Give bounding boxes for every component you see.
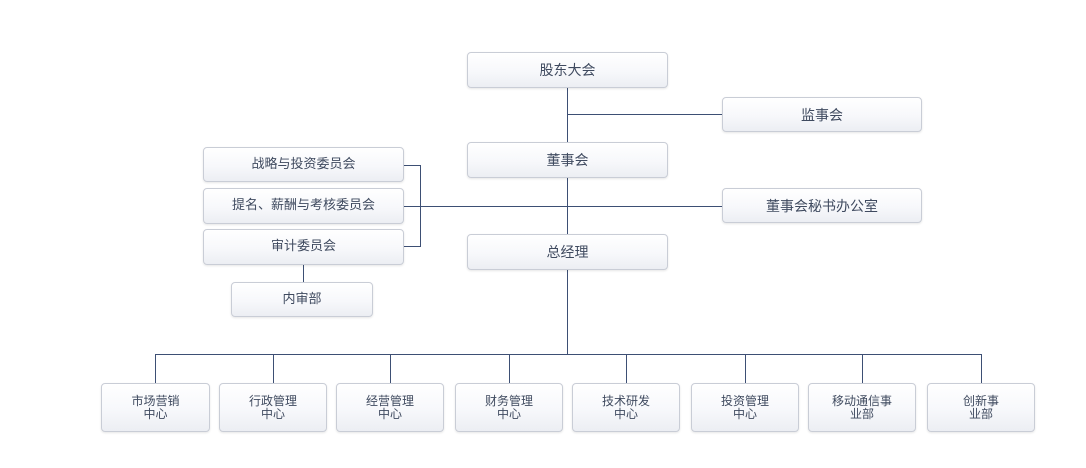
connector-department-drop [509, 354, 510, 383]
connector-department-drop [390, 354, 391, 383]
connector-department-drop [155, 354, 156, 383]
connector-department-drop [626, 354, 627, 383]
node-nomination-remuneration-committee: 提名、薪酬与考核委员会 [203, 188, 404, 224]
node-internal-audit-department: 内审部 [231, 282, 373, 317]
connector-committee-bracket-vertical [420, 165, 421, 247]
node-board-secretary-office: 董事会秘书办公室 [722, 188, 922, 223]
connector-department-drop [273, 354, 274, 383]
connector-committees-secretary [404, 206, 722, 207]
node-department-rnd: 技术研发 中心 [572, 383, 680, 432]
node-department-administration: 行政管理 中心 [219, 383, 327, 432]
node-department-mobile-communications: 移动通信事 业部 [808, 383, 916, 432]
node-audit-committee: 审计委员会 [203, 229, 404, 265]
connector-department-drop [981, 354, 982, 383]
node-general-manager: 总经理 [467, 234, 668, 270]
node-department-marketing: 市场营销 中心 [101, 383, 210, 432]
node-department-finance: 财务管理 中心 [455, 383, 563, 432]
node-strategy-investment-committee: 战略与投资委员会 [203, 147, 404, 182]
connector-department-drop [862, 354, 863, 383]
node-board-of-directors: 董事会 [467, 142, 668, 178]
node-department-operations: 经营管理 中心 [336, 383, 444, 432]
connector-audit-internal [303, 265, 304, 282]
node-department-investment: 投资管理 中心 [691, 383, 799, 432]
connector-department-drop [745, 354, 746, 383]
node-shareholders-meeting: 股东大会 [467, 52, 668, 88]
connector-committee-bracket-top [404, 165, 420, 166]
connector-gm-departments [567, 270, 568, 355]
connector-shareholders-board [567, 88, 568, 143]
node-department-innovation: 创新事 业部 [927, 383, 1035, 432]
connector-departments-bus [155, 354, 982, 355]
node-supervisory-board: 监事会 [722, 97, 922, 132]
connector-committee-bracket-bottom [404, 246, 420, 247]
connector-supervisory [567, 114, 722, 115]
